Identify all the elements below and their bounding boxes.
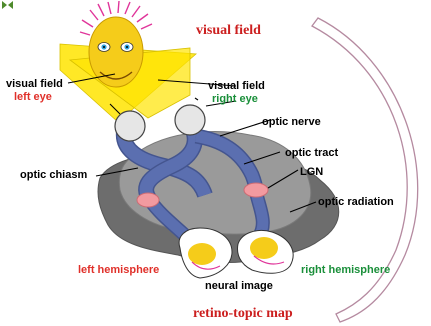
retino-topic-arc <box>312 18 418 322</box>
right-eye-label: right eye <box>212 93 258 105</box>
optic-radiation-label: optic radiation <box>318 196 394 208</box>
optic-tract-label: optic tract <box>285 147 338 159</box>
logo-icon <box>2 1 13 9</box>
right-hemisphere-label: right hemisphere <box>301 264 390 276</box>
visual-field-right-label: visual field <box>208 80 265 92</box>
neural-image-label: neural image <box>205 280 273 292</box>
visual-field-title: visual field <box>196 23 261 38</box>
visual-field-left-label: visual field <box>6 78 63 90</box>
optic-nerve-label: optic nerve <box>262 116 321 128</box>
left-hemisphere-label: left hemisphere <box>78 264 159 276</box>
lgn-label: LGN <box>300 166 323 178</box>
left-eye-label: left eye <box>14 91 52 103</box>
retino-topic-map-label: retino-topic map <box>193 306 293 321</box>
optic-chiasm-label: optic chiasm <box>20 169 87 181</box>
